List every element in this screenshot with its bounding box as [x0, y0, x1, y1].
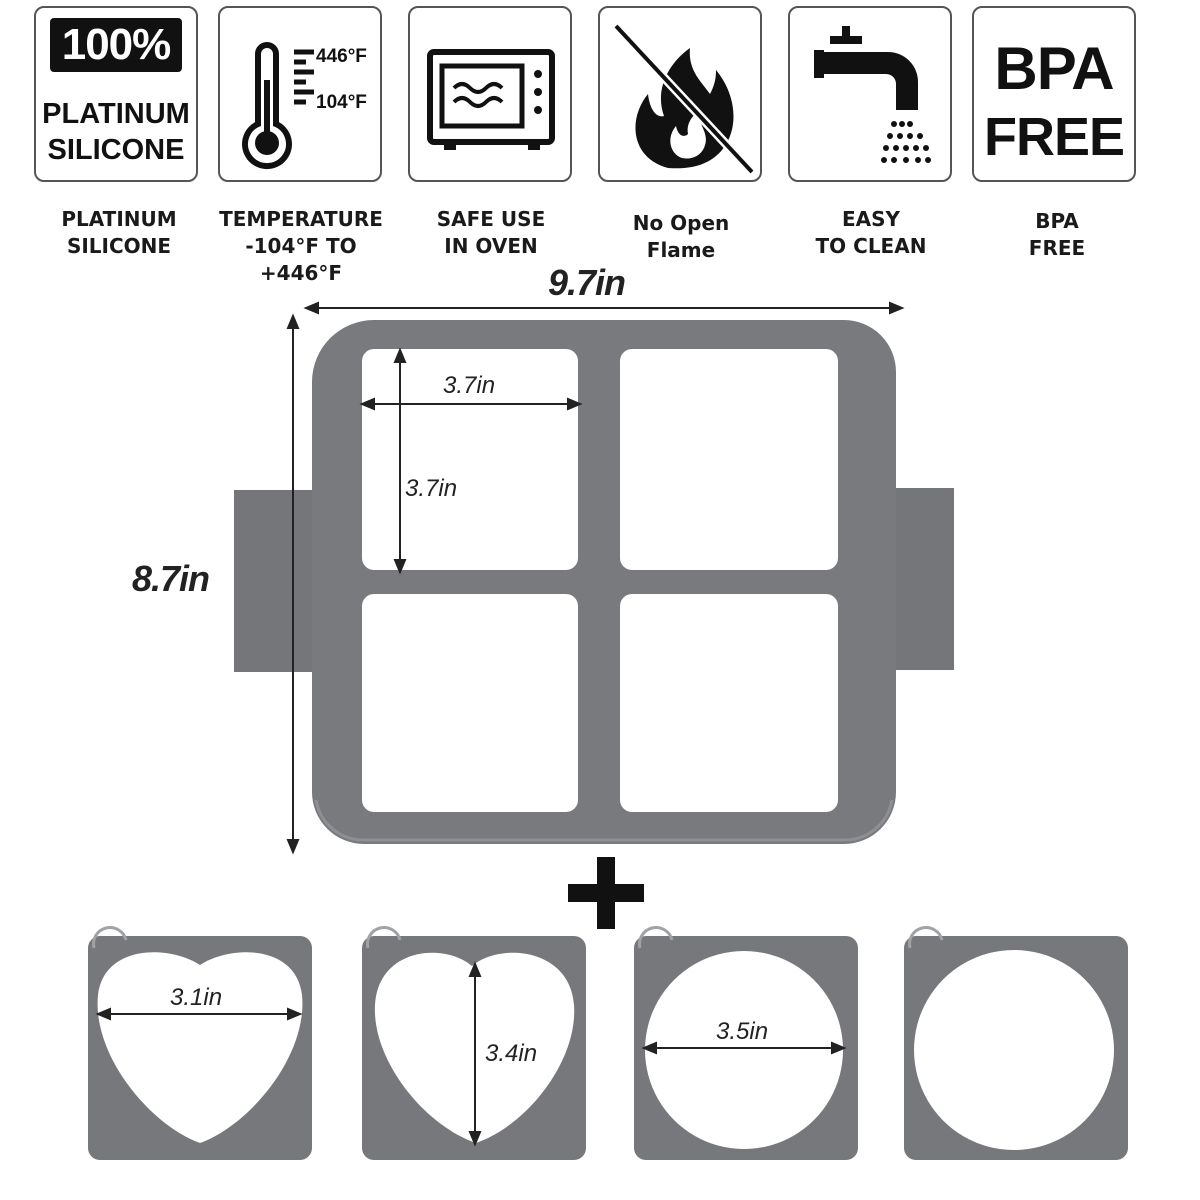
tray-body — [312, 320, 896, 844]
mold-2-label: 3.4in — [485, 1040, 538, 1067]
circle-mold-1 — [634, 926, 858, 1160]
caption-oven: SAFE USE IN OVEN — [436, 207, 546, 258]
faucet-icon — [814, 26, 931, 163]
feature-bpa-free: BPA FREE — [972, 6, 1136, 182]
heart-mold-1 — [88, 926, 312, 1160]
feature-platinum-silicone: 100% PLATINUM SILICONE — [34, 6, 198, 182]
free-line: FREE — [983, 107, 1125, 167]
tray-handle-left — [234, 490, 314, 672]
caption-temperature: TEMPERATURE -104°F TO +446°F — [219, 207, 383, 285]
badge-platinum: PLATINUM — [42, 98, 190, 130]
caption-bpa-free: BPA FREE — [1028, 209, 1086, 260]
temp-high-label: 446°F — [316, 46, 367, 67]
bpa-line: BPA — [994, 35, 1114, 102]
feature-temperature: 446°F 104°F — [218, 6, 382, 182]
cell-width-label: 3.7in — [443, 372, 496, 399]
caption-easy-clean: EASY TO CLEAN — [815, 207, 927, 258]
tray-width-label: 9.7in — [548, 262, 626, 303]
caption-no-flame: No Open Flame — [632, 211, 730, 262]
mold-3-label: 3.5in — [716, 1018, 769, 1045]
thermometer-icon — [242, 42, 314, 169]
circle-mold-2 — [904, 926, 1128, 1160]
platinum-silicone-badge-icon — [50, 18, 182, 72]
badge-silicone: SILICONE — [47, 134, 185, 166]
temp-low-label: 104°F — [316, 92, 367, 113]
cell-height-label: 3.7in — [405, 475, 458, 502]
no-flame-icon — [612, 22, 756, 176]
oven-icon — [427, 49, 555, 150]
mold-1-label: 3.1in — [170, 984, 223, 1011]
caption-platinum-silicone: PLATINUM SILICONE — [61, 207, 177, 258]
tray-height-label: 8.7in — [132, 558, 210, 599]
feature-oven — [408, 6, 572, 182]
feature-easy-clean — [788, 6, 952, 182]
badge-percent: 100% — [61, 20, 172, 69]
heart-mold-2 — [362, 926, 586, 1160]
feature-no-flame — [598, 6, 762, 182]
